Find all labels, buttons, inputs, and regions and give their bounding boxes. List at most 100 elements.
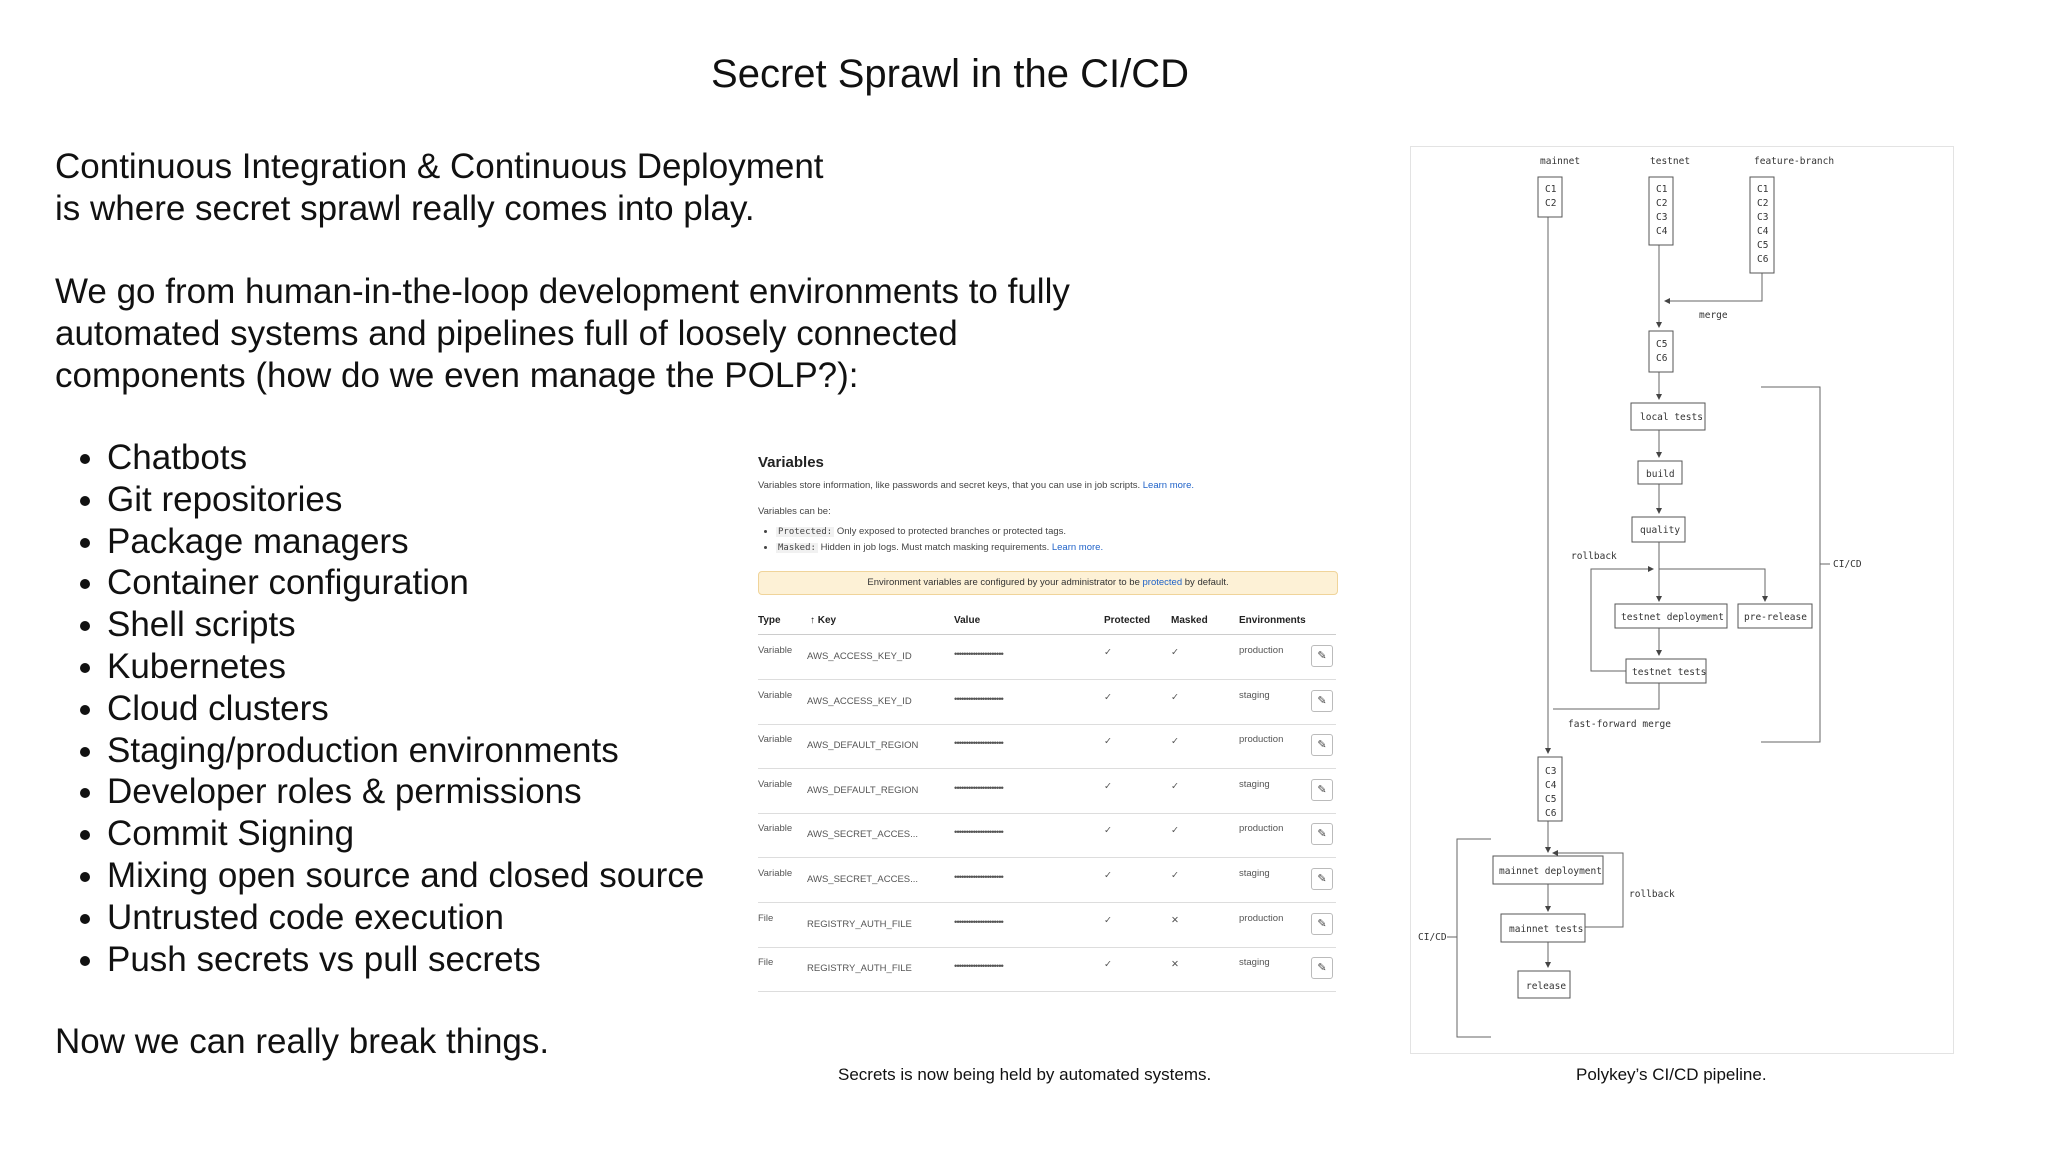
variable-value-masked: ••••••••••••••••••••• — [954, 782, 1004, 794]
stage-testnet-deployment: testnet deployment — [1621, 612, 1724, 623]
variable-value-masked: ••••••••••••••••••••• — [954, 649, 1004, 660]
pipeline-svg: mainnet testnet feature-branch C1 C2 C1 … — [1418, 156, 1862, 1038]
variable-environment: staging — [1239, 689, 1270, 701]
list-item: Chatbots — [107, 437, 704, 479]
commit-label: C1 — [1656, 184, 1668, 195]
pencil-icon[interactable]: ✎ — [1311, 778, 1333, 801]
learn-more-link[interactable]: Learn more. — [1051, 542, 1104, 553]
commit-label: C2 — [1656, 198, 1667, 209]
protected-check: ✓ — [1104, 736, 1112, 748]
commit-label: C3 — [1656, 212, 1667, 223]
protected-text: Only exposed to protected branches or pr… — [836, 526, 1067, 537]
banner-text: Environment variables are configured by … — [867, 577, 1140, 588]
variable-type: File — [758, 957, 774, 969]
variables-description: Variables store information, like passwo… — [758, 480, 1194, 491]
commit-label: C5 — [1545, 794, 1556, 805]
list-item: Shell scripts — [107, 604, 704, 646]
variable-environment: staging — [1239, 957, 1270, 969]
pencil-icon[interactable]: ✎ — [1311, 823, 1333, 846]
variable-environment: staging — [1239, 778, 1270, 790]
banner-text-end: by default. — [1184, 577, 1229, 588]
col-key[interactable]: ↑ Key — [810, 615, 837, 626]
cicd-label-left: CI/CD — [1418, 932, 1447, 943]
intro-line-2: is where secret sprawl really comes into… — [55, 189, 755, 228]
list-item: Commit Signing — [107, 813, 704, 855]
pencil-icon[interactable]: ✎ — [1311, 868, 1333, 890]
protected-check: ✓ — [1104, 691, 1112, 703]
protected-check: ✓ — [1104, 914, 1112, 926]
variable-type: File — [758, 912, 774, 924]
cicd-pipeline-diagram: mainnet testnet feature-branch C1 C2 C1 … — [1410, 146, 1954, 1054]
commit-label: C4 — [1545, 780, 1557, 791]
pencil-icon[interactable]: ✎ — [1311, 734, 1333, 757]
protected-check: ✓ — [1104, 780, 1112, 792]
rollback-label-mainnet: rollback — [1629, 889, 1675, 900]
variables-title: Variables — [758, 454, 824, 471]
protected-check: ✓ — [1104, 647, 1112, 658]
fast-forward-merge-label: fast-forward merge — [1568, 719, 1671, 730]
ci-variables-panel: Variables Variables store information, l… — [758, 448, 1358, 1008]
variable-type: Variable — [758, 823, 793, 835]
list-item: Staging/production environments — [107, 730, 704, 772]
col-protected: Protected — [1104, 615, 1151, 626]
commit-label: C5 — [1656, 339, 1667, 350]
closing-line: Now we can really break things. — [55, 1022, 550, 1061]
variable-key: REGISTRY_AUTH_FILE — [807, 963, 912, 975]
variable-environment: production — [1239, 645, 1284, 656]
commit-label: C2 — [1545, 198, 1556, 209]
cicd-label-right: CI/CD — [1833, 559, 1862, 570]
col-type: Type — [758, 615, 781, 626]
commit-label: C3 — [1757, 212, 1768, 223]
list-item: Untrusted code execution — [107, 897, 704, 939]
masked-check: ✕ — [1171, 914, 1179, 926]
rollback-label: rollback — [1571, 551, 1617, 562]
branch-feature-label: feature-branch — [1754, 156, 1834, 167]
variable-type: Variable — [758, 645, 793, 656]
stage-quality: quality — [1640, 525, 1680, 536]
learn-more-link[interactable]: Learn more. — [1142, 480, 1194, 491]
commit-label: C1 — [1545, 184, 1557, 195]
pencil-icon[interactable]: ✎ — [1311, 645, 1333, 667]
caption-variables: Secrets is now being held by automated s… — [838, 1065, 1212, 1084]
pencil-icon[interactable]: ✎ — [1311, 912, 1333, 935]
masked-check: ✕ — [1171, 959, 1179, 971]
variable-value-masked: ••••••••••••••••••••• — [954, 827, 1004, 839]
masked-check: ✓ — [1171, 691, 1179, 703]
pencil-icon[interactable]: ✎ — [1311, 689, 1333, 712]
protected-check: ✓ — [1104, 825, 1112, 837]
variables-table-header: Type ↑ Key Value Protected Masked Enviro… — [758, 612, 1336, 635]
commit-label: C3 — [1545, 766, 1556, 777]
merge-label: merge — [1699, 310, 1728, 321]
list-item: Package managers — [107, 521, 704, 563]
commit-label: C4 — [1757, 226, 1769, 237]
list-item: Masked: Hidden in job logs. Must match m… — [776, 540, 1103, 556]
stage-local-tests: local tests — [1640, 412, 1703, 423]
variable-type: Variable — [758, 778, 793, 790]
variable-key: AWS_DEFAULT_REGION — [807, 740, 919, 752]
variable-key: AWS_DEFAULT_REGION — [807, 784, 919, 796]
commit-label: C6 — [1757, 254, 1769, 265]
protected-check: ✓ — [1104, 870, 1112, 881]
commit-label: C2 — [1757, 198, 1768, 209]
caption-pipeline: Polykey’s CI/CD pipeline. — [1576, 1065, 1767, 1084]
pencil-icon[interactable]: ✎ — [1311, 957, 1333, 980]
protected-link[interactable]: protected — [1142, 577, 1183, 588]
stage-pre-release: pre-release — [1744, 612, 1807, 623]
variable-value-masked: ••••••••••••••••••••• — [954, 872, 1004, 883]
masked-check: ✓ — [1171, 647, 1179, 658]
list-item: Protected: Only exposed to protected bra… — [776, 524, 1103, 540]
commit-label: C6 — [1656, 353, 1668, 364]
col-value: Value — [954, 615, 981, 626]
masked-check: ✓ — [1171, 736, 1179, 748]
stage-mainnet-deployment: mainnet deployment — [1499, 866, 1602, 877]
variable-key: AWS_ACCESS_KEY_ID — [807, 695, 912, 707]
masked-check: ✓ — [1171, 780, 1179, 792]
branch-testnet-label: testnet — [1650, 156, 1690, 167]
list-item: Kubernetes — [107, 646, 704, 688]
protected-code: Protected: — [776, 527, 835, 537]
list-item: Git repositories — [107, 479, 704, 521]
stage-build: build — [1646, 469, 1675, 480]
